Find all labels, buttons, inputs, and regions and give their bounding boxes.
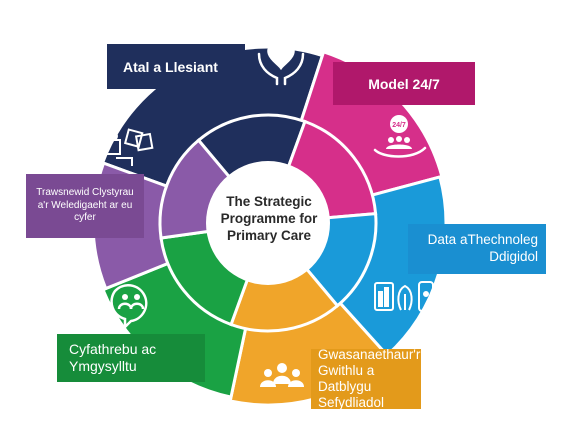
segment-label-cyf: Cyfathrebu ac Ymgysylltu: [57, 334, 205, 382]
center-circle: [206, 161, 330, 285]
devices-icon: [374, 281, 434, 312]
hands-heart-icon: [257, 44, 305, 86]
speech-bubble-people-icon: [110, 284, 148, 331]
segment-label-atal: Atal a Llesiant: [107, 44, 245, 89]
segment-label-gwas: Gwasanaethaur'r Gwithlu a Datblygu Sefyd…: [311, 347, 421, 410]
puzzle-pieces-icon: [105, 128, 154, 166]
segment-label-model: Model 24/7: [333, 62, 475, 105]
inner-ring: [158, 113, 378, 333]
hand-people-clock-icon: 24/7: [373, 115, 427, 158]
people-group-icon: [260, 363, 304, 387]
center-title: The Strategic Programme for Primary Care: [220, 194, 318, 243]
segment-label-data: Data aThechnoleg Ddigidol: [408, 224, 546, 274]
segment-label-traws: Trawsnewid Clystyrau a'r Weledigaeht ar …: [26, 174, 144, 238]
svg-text:24/7: 24/7: [392, 122, 406, 129]
